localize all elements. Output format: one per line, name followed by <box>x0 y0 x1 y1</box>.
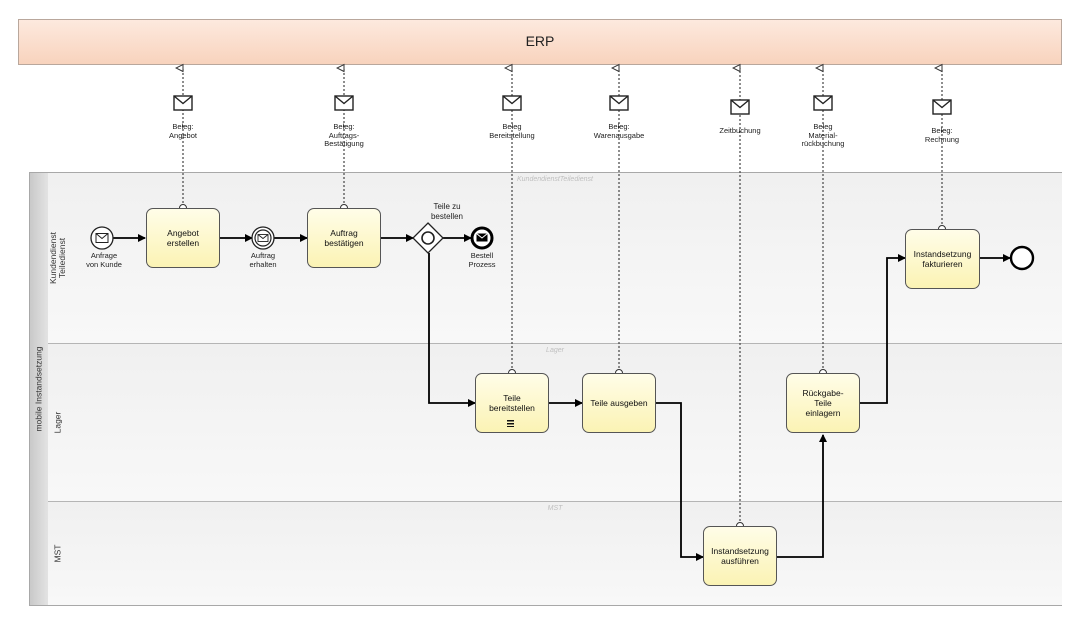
envelope-icon <box>334 95 354 111</box>
start-event-anfrage <box>90 226 114 250</box>
end-event-bestell-prozess <box>470 226 494 250</box>
label-beleg-angebot: Beleg:Angebot <box>169 122 197 140</box>
label-beleg-auftragsbestaetigung: Beleg:Auftrags-Bestätigung <box>324 122 364 148</box>
lane-mst: MST MST <box>48 502 1062 605</box>
lane-watermark-lager: Lager <box>546 347 564 354</box>
intermediate-event-auftrag-erhalten <box>251 226 275 250</box>
flow-ausgeben-ausfuehren <box>656 402 704 561</box>
label-beleg-warenausgabe: Beleg:Warenausgabe <box>593 122 645 140</box>
end-event-icon <box>1009 245 1035 271</box>
label-beleg-rechnung: Beleg:Rechnung <box>924 126 960 144</box>
envelope-icon <box>173 95 193 111</box>
envelope-icon <box>609 95 629 111</box>
flow-rueckgabe-fakturieren <box>860 254 906 404</box>
flow-gateway-teilebereit <box>428 253 476 407</box>
task-teile-ausgeben[interactable]: Teile ausgeben <box>582 373 656 433</box>
flow-ausfuehren-rueckgabe <box>777 434 827 558</box>
label-zeitbuchung: Zeitbuchung <box>719 126 761 135</box>
envelope-icon <box>730 99 750 115</box>
lane-watermark-kundendienst: KundendienstTeiledienst <box>516 176 594 183</box>
erp-pool: ERP <box>18 19 1062 65</box>
erp-label: ERP <box>525 33 555 49</box>
envelope-icon <box>813 95 833 111</box>
lane-lager: Lager Lager <box>48 344 1062 502</box>
parallel-multi-instance-icon <box>507 420 514 427</box>
envelope-icon <box>502 95 522 111</box>
envelope-icon <box>932 99 952 115</box>
lane-watermark-mst: MST <box>547 505 563 512</box>
event-based-gateway <box>412 222 444 254</box>
